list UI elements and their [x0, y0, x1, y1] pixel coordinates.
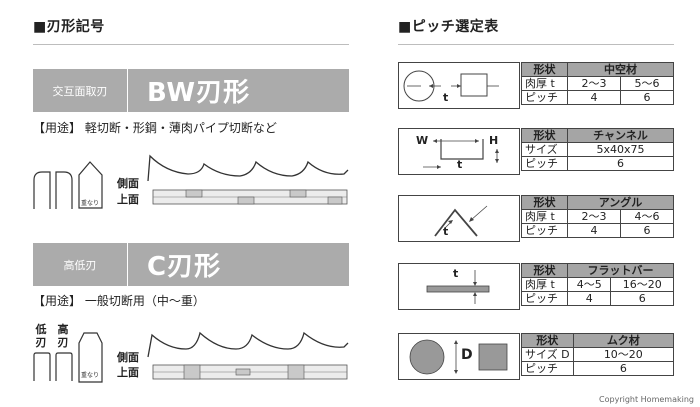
- bw-tooth-profile-illustration: [33, 171, 73, 209]
- bw-top-label: 上面: [117, 193, 139, 206]
- table-row: サイズ D 10〜20: [521, 347, 675, 362]
- table-row: ピッチ 4 6: [521, 223, 674, 238]
- c-sub-label: 高低刃: [33, 243, 128, 286]
- pitch-label: ピッチ: [521, 90, 568, 105]
- c-high-tooth-label: 高刃: [57, 323, 69, 349]
- c-type-name: C刃形: [147, 252, 222, 282]
- thickness-value-1: 4〜5: [566, 277, 612, 292]
- thickness-label: 肉厚 t: [521, 277, 568, 292]
- flat-bar-diagram: t: [398, 263, 520, 310]
- bw-blade-side-view: [147, 154, 349, 205]
- pitch-value-2: 6: [620, 90, 674, 105]
- pitch-value-2: 6: [620, 223, 674, 238]
- pitch-value-1: 4: [567, 223, 621, 238]
- thickness-value-2: 16〜20: [610, 277, 674, 292]
- thickness-label: 肉厚 t: [521, 76, 568, 91]
- table-row: 形状 フラットバー: [521, 263, 674, 278]
- copyright-notice: Copyright Homemaking: [599, 395, 694, 404]
- c-side-label: 側面: [117, 351, 139, 364]
- channel-height-symbol: H: [489, 134, 499, 147]
- channel-diagram: W H t: [398, 128, 520, 175]
- shape-header: 形状: [521, 128, 568, 143]
- c-overlap-label: 重なり: [81, 372, 100, 379]
- bw-banner: 交互面取刃 BW刃形: [33, 69, 349, 112]
- solid-round-pitch-table: 形状 ムク材 サイズ D 10〜20 ピッチ 6: [521, 333, 675, 376]
- bw-sub-label: 交互面取刃: [33, 69, 128, 112]
- right-title-rule: [398, 44, 674, 45]
- pitch-value: 6: [572, 361, 675, 376]
- c-banner: 高低刃 C刃形: [33, 243, 349, 286]
- thickness-value-1: 2〜3: [567, 76, 621, 91]
- bw-type-name: BW刃形: [147, 78, 251, 108]
- pitch-value-1: 4: [567, 90, 621, 105]
- bw-side-label: 側面: [117, 177, 139, 190]
- pitch-label: ピッチ: [521, 223, 568, 238]
- table-row: ピッチ 6: [521, 361, 675, 376]
- angle-thickness-symbol: t: [443, 225, 449, 238]
- shape-header: 形状: [521, 195, 568, 210]
- table-row: 形状 中空材: [521, 62, 674, 77]
- shape-value: 中空材: [567, 62, 674, 77]
- thickness-value-2: 4〜6: [620, 209, 674, 224]
- hollow-pitch-table: 形状 中空材 肉厚 t 2〜3 5〜6 ピッチ 4 6: [521, 62, 674, 105]
- hollow-material-diagram: t: [398, 62, 520, 109]
- shape-value: チャンネル: [567, 128, 674, 143]
- table-row: サイズ 5x40x75: [521, 142, 674, 157]
- bw-overlap-label: 重なり: [81, 200, 100, 207]
- size-value: 10〜20: [572, 347, 675, 362]
- table-row: 形状 ムク材: [521, 333, 675, 348]
- angle-pitch-table: 形状 アングル 肉厚 t 2〜3 4〜6 ピッチ 4 6: [521, 195, 674, 238]
- pitch-label: ピッチ: [521, 156, 568, 171]
- bw-usage: 【用途】 軽切断・形鋼・薄肉パイプ切断など: [33, 121, 277, 135]
- pitch-label: ピッチ: [521, 291, 568, 306]
- size-label: サイズ D: [521, 347, 574, 362]
- size-label: サイズ: [521, 142, 568, 157]
- c-tooth-profile-illustration: [33, 352, 73, 381]
- shape-header: 形状: [521, 62, 568, 77]
- c-usage: 【用途】 一般切断用（中〜重）: [33, 294, 205, 308]
- table-row: ピッチ 4 6: [521, 291, 674, 306]
- angle-diagram: t: [398, 195, 520, 242]
- c-top-label: 上面: [117, 366, 139, 379]
- bw-overlap-illustration: [78, 161, 103, 209]
- table-row: 形状 チャンネル: [521, 128, 674, 143]
- blade-type-title: ■刃形記号: [33, 19, 105, 35]
- thickness-label: 肉厚 t: [521, 209, 568, 224]
- table-row: 形状 アングル: [521, 195, 674, 210]
- flat-bar-pitch-table: 形状 フラットバー 肉厚 t 4〜5 16〜20 ピッチ 4 6: [521, 263, 674, 306]
- shape-value: アングル: [567, 195, 674, 210]
- table-row: ピッチ 4 6: [521, 90, 674, 105]
- hollow-thickness-symbol: t: [443, 91, 449, 104]
- flat-bar-thickness-symbol: t: [453, 267, 459, 280]
- solid-round-diagram: D: [398, 333, 520, 380]
- shape-value: フラットバー: [567, 263, 674, 278]
- table-row: 肉厚 t 4〜5 16〜20: [521, 277, 674, 292]
- c-blade-side-view: [147, 331, 349, 380]
- solid-diameter-symbol: D: [461, 347, 473, 363]
- table-row: 肉厚 t 2〜3 5〜6: [521, 76, 674, 91]
- pitch-label: ピッチ: [521, 361, 574, 376]
- c-overlap-illustration: [78, 332, 103, 383]
- thickness-value-1: 2〜3: [567, 209, 621, 224]
- shape-header: 形状: [521, 263, 568, 278]
- c-low-tooth-label: 低刃: [35, 323, 47, 349]
- size-value: 5x40x75: [567, 142, 674, 157]
- pitch-table-title: ■ピッチ選定表: [398, 19, 499, 35]
- left-title-rule: [33, 44, 349, 45]
- channel-width-symbol: W: [416, 134, 429, 147]
- table-row: ピッチ 6: [521, 156, 674, 171]
- channel-thickness-symbol: t: [457, 158, 463, 171]
- thickness-value-2: 5〜6: [620, 76, 674, 91]
- table-row: 肉厚 t 2〜3 4〜6: [521, 209, 674, 224]
- pitch-value-2: 6: [610, 291, 674, 306]
- pitch-value: 6: [567, 156, 674, 171]
- shape-value: ムク材: [572, 333, 675, 348]
- shape-header: 形状: [521, 333, 574, 348]
- channel-pitch-table: 形状 チャンネル サイズ 5x40x75 ピッチ 6: [521, 128, 674, 171]
- pitch-value-1: 4: [566, 291, 612, 306]
